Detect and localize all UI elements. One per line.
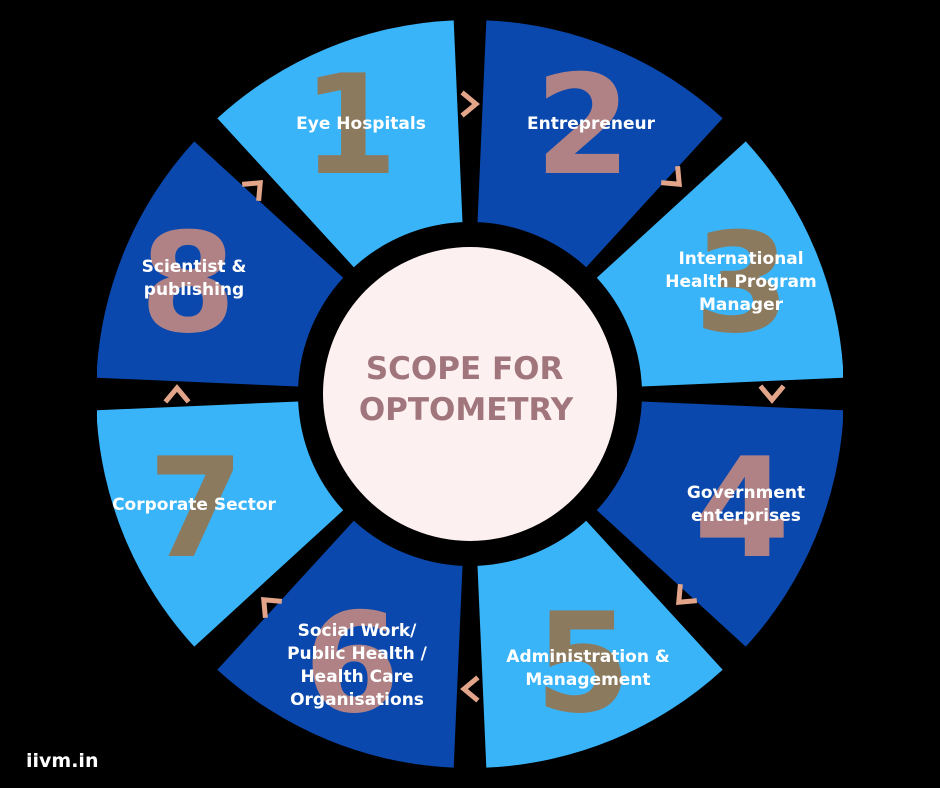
- segment-8-label-line: publishing: [144, 280, 244, 300]
- segment-1-number: 1: [302, 45, 398, 206]
- segment-5-shape: [477, 520, 723, 768]
- segment-5-label: Administration & Management: [506, 647, 670, 690]
- segment-6-number: 6: [304, 583, 400, 744]
- segment-2-shape: [477, 20, 723, 268]
- segment-3-label-line: International: [678, 249, 803, 269]
- arrows-layer: [163, 90, 786, 703]
- segment-5-number: 5: [535, 583, 631, 744]
- segment-4-number: 4: [694, 428, 790, 589]
- center-title-line-2: OPTOMETRY: [359, 392, 574, 428]
- site-footer: iivm.in: [26, 750, 99, 772]
- chevron-right-icon: [758, 384, 786, 404]
- segment-4-label: Government enterprises: [687, 483, 805, 526]
- segment-4-shape: [596, 401, 843, 647]
- segment-7-label: Corporate Sector: [112, 495, 276, 515]
- chevron-right-icon: [460, 90, 480, 118]
- segment-6-label-line: Organisations: [290, 690, 424, 710]
- segment-4-label-line: enterprises: [691, 506, 801, 526]
- segment-3-label-line: Health Program: [665, 272, 816, 292]
- segment-8-label-line: Scientist &: [142, 257, 247, 277]
- segment-2-label: Entrepreneur: [527, 114, 656, 134]
- segment-7-label-line: Corporate Sector: [112, 495, 276, 515]
- segment-1-label: Eye Hospitals: [296, 114, 426, 134]
- segment-5-label-line: Management: [525, 670, 650, 690]
- center-title-line-1: SCOPE FOR: [366, 351, 564, 387]
- chevron-right-icon: [460, 675, 480, 703]
- segment-8-number: 8: [140, 203, 236, 364]
- segment-3-shape: [596, 141, 843, 387]
- chevron-right-icon: [660, 165, 683, 188]
- chevron-right-icon: [241, 179, 264, 202]
- segment-7-number: 7: [148, 428, 244, 589]
- chevron-right-icon: [675, 583, 698, 606]
- segment-2-label-line: Entrepreneur: [527, 114, 656, 134]
- segment-8-label: Scientist & publishing: [142, 257, 247, 300]
- segment-5-label-line: Administration &: [506, 647, 670, 667]
- segment-3-label-line: Manager: [699, 295, 784, 315]
- segment-6-label-line: Social Work/: [298, 621, 418, 641]
- segment-8-shape: [97, 141, 344, 387]
- center-circle: [323, 247, 617, 541]
- segment-4-label-line: Government: [687, 483, 805, 503]
- segment-3-number: 3: [694, 203, 790, 364]
- segment-6-label-line: Public Health /: [287, 644, 428, 664]
- segment-6-label-line: Health Care: [300, 667, 413, 687]
- segment-6-shape: [217, 520, 463, 768]
- segment-1-label-line: Eye Hospitals: [296, 114, 426, 134]
- center-title: SCOPE FOR OPTOMETRY: [359, 351, 574, 428]
- segment-7-shape: [97, 401, 344, 647]
- chevron-right-icon: [163, 384, 191, 404]
- chevron-right-icon: [260, 596, 283, 619]
- segment-2-number: 2: [535, 45, 631, 206]
- segment-1-shape: [217, 20, 463, 268]
